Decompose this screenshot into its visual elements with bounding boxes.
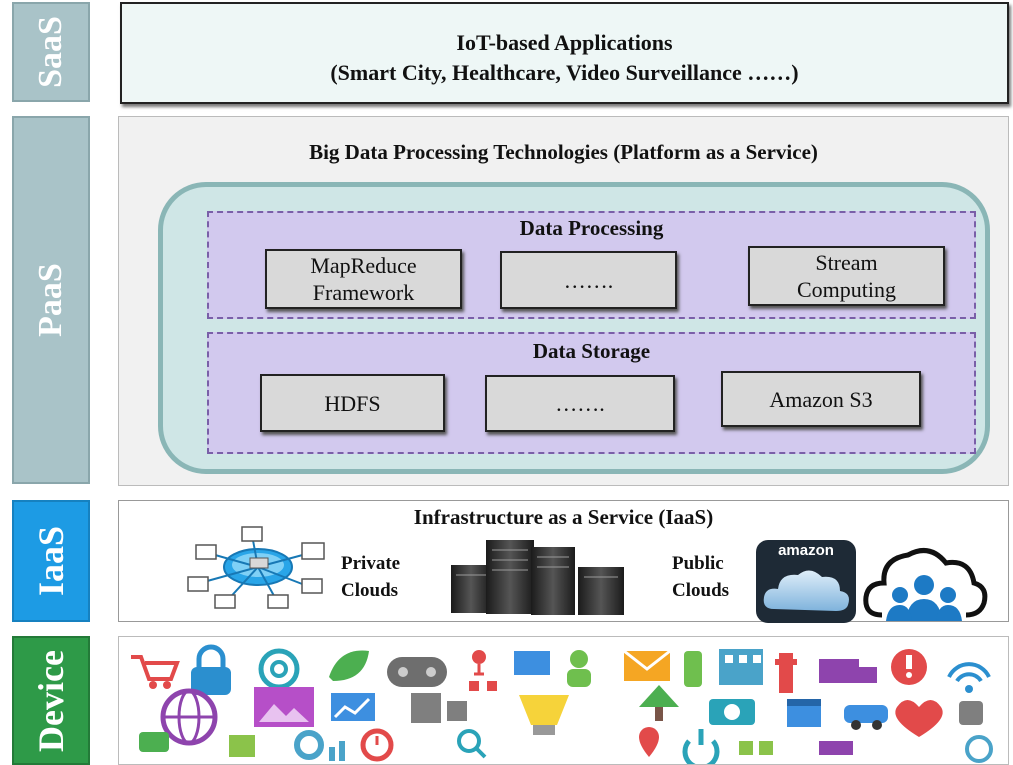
paas-layer-label: PaaS	[32, 263, 69, 337]
processing-more-label: …….	[563, 267, 614, 293]
alarm-icon	[360, 728, 394, 762]
amazon-s3-box: Amazon S3	[721, 371, 921, 427]
gear-icon	[294, 730, 324, 760]
network-icon	[187, 526, 325, 609]
storage-more-box: …….	[485, 375, 675, 432]
stats-icon	[329, 741, 345, 761]
public-clouds-line2: Clouds	[672, 580, 730, 601]
private-clouds-line1: Private	[341, 553, 401, 574]
stream-computing-line1: Stream	[815, 250, 878, 275]
puzzle-icon	[411, 693, 467, 723]
private-clouds-line2: Clouds	[341, 580, 399, 601]
data-storage-title: Data Storage	[532, 339, 651, 363]
amazon-logo-text: amazon	[778, 542, 834, 559]
mail-icon	[623, 649, 671, 681]
lock-icon	[191, 644, 231, 695]
at-icon	[258, 648, 300, 690]
blocks-icon	[739, 741, 773, 755]
mapreduce-line2: Framework	[312, 280, 415, 305]
public-clouds-label: Public Clouds	[672, 550, 729, 604]
phone-icon	[229, 735, 255, 757]
mapreduce-line1: MapReduce	[310, 253, 417, 278]
wifi-icon	[947, 662, 991, 693]
saas-layer-tab: SaaS	[12, 2, 90, 102]
cloud-users-icon	[863, 548, 988, 621]
heart-icon	[895, 700, 943, 737]
clock-icon	[965, 735, 993, 763]
saas-box	[120, 2, 1009, 104]
storage-more-label: …….	[555, 391, 605, 416]
search-icon	[457, 729, 487, 759]
globe-icon	[160, 688, 218, 746]
leaf-icon	[329, 650, 369, 681]
iaas-layer-label: IaaS	[31, 525, 71, 597]
alert-icon	[891, 649, 927, 685]
data-processing-title: Data Processing	[519, 216, 664, 240]
device-layer-label: Device	[31, 649, 71, 752]
amazon-cloud-icon: amazon	[756, 540, 856, 623]
person-icon	[567, 650, 591, 687]
iaas-layer-tab: IaaS	[12, 500, 90, 622]
building-icon	[719, 649, 763, 685]
saas-layer-label: SaaS	[31, 16, 69, 88]
hdfs-label: HDFS	[324, 390, 381, 416]
image-icon	[254, 687, 314, 727]
basket-icon	[819, 741, 853, 755]
gamepad-icon	[387, 657, 447, 687]
location-icon	[639, 727, 659, 757]
cart-icon	[131, 655, 180, 689]
paas-layer-tab: PaaS	[12, 116, 90, 484]
camera-icon	[709, 699, 755, 725]
private-clouds-label: Private Clouds	[341, 550, 400, 604]
chat-icon	[139, 732, 169, 752]
chart-icon	[331, 693, 375, 721]
paas-title: Big Data Processing Technologies (Platfo…	[309, 140, 818, 164]
saas-title: IoT-based Applications	[456, 30, 673, 55]
device-icons-area	[118, 636, 1009, 765]
lightbulb-icon	[519, 695, 569, 735]
server-rack-icon	[451, 540, 624, 615]
music-icon	[959, 701, 983, 725]
truck-icon	[819, 659, 877, 683]
saas-subtitle: (Smart City, Healthcare, Video Surveilla…	[330, 60, 799, 85]
device-layer-tab: Device	[12, 636, 90, 765]
device-icons-collage	[131, 644, 993, 764]
processing-more-box: …….	[500, 251, 677, 309]
public-clouds-line1: Public	[672, 553, 724, 574]
screen-icon	[514, 651, 550, 675]
network-icon	[469, 650, 497, 691]
tower-icon	[775, 653, 797, 693]
amazon-s3-label: Amazon S3	[769, 386, 873, 412]
bottle-icon	[684, 651, 702, 687]
iaas-title: Infrastructure as a Service (IaaS)	[413, 505, 714, 529]
car-icon	[844, 705, 888, 730]
hdfs-box: HDFS	[260, 374, 445, 432]
tree-icon	[639, 685, 679, 721]
stream-computing-line2: Computing	[796, 277, 896, 302]
power-icon	[682, 729, 720, 764]
calendar-icon	[787, 699, 821, 727]
